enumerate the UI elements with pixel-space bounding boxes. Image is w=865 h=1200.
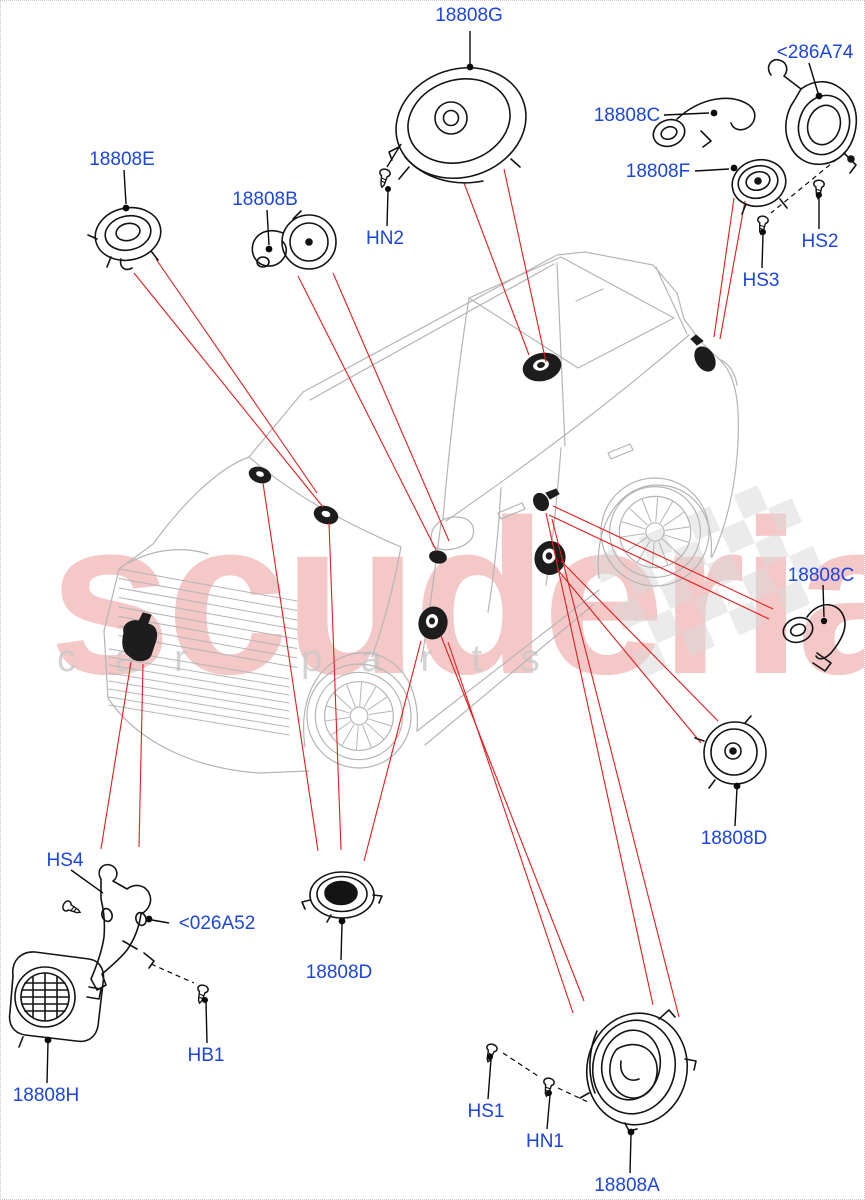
part-label-HS4[interactable]: HS4 [46,850,84,871]
part-label-18808G[interactable]: 18808G [435,5,503,26]
part-label-18808A[interactable]: 18808A [594,1175,660,1196]
part-label-HN2[interactable]: HN2 [365,228,405,249]
front-bumper-vess-position [122,612,158,662]
part-label-HB1[interactable]: HB1 [187,1045,225,1066]
part-label-18808H[interactable]: 18808H [12,1085,80,1106]
part-label-18808F[interactable]: 18808F [625,161,691,182]
red-leader-lines [100,168,774,1018]
part-label-286A74[interactable]: <286A74 [776,42,854,63]
part-label-HS2[interactable]: HS2 [801,231,839,252]
vess-speaker-part-18808H [8,951,105,1048]
leader-dots [44,63,828,1136]
part-label-HN1[interactable]: HN1 [525,1131,565,1152]
dash-speaker-left-position [248,466,272,484]
dash-speaker-right-position [313,505,339,525]
part-label-HS1[interactable]: HS1 [467,1101,505,1122]
tweeter-with-harness-part [251,210,337,270]
part-drawings [8,58,858,1132]
round-tweeter-part-18808F [731,158,788,215]
part-label-18808E[interactable]: 18808E [89,149,155,170]
woofer-speaker-part-18808A [579,1009,697,1132]
roof-speaker-part [388,66,527,184]
screw-hn2 [376,167,392,190]
wheels [306,477,710,769]
part-label-026A52[interactable]: <026A52 [178,913,256,934]
roof-speaker-position [522,352,562,382]
watermark-layer: scuderia c a r p a r t s [49,474,865,720]
part-label-18808B[interactable]: 18808B [232,189,298,210]
mounting-bracket-part-026A52 [90,863,155,991]
door-speaker-part-right [694,715,767,789]
part-label-18808D-right[interactable]: 18808D [700,828,768,849]
wiring-grommet-part-right [782,603,846,672]
part-label-18808D-bottom[interactable]: 18808D [305,962,373,983]
rear-door-tweeter-position [533,488,560,512]
front-door-speaker-position [418,606,448,640]
part-label-18808C-top[interactable]: 18808C [593,105,661,126]
a-pillar-tweeter-position [429,550,447,564]
d-pillar-speaker-position [690,334,716,372]
mounting-bracket-part-top [767,58,858,174]
front-tweeter-speaker-part [87,206,162,271]
dome-speaker-part-bottom [301,871,383,923]
black-leader-lines [44,31,838,1174]
watermark-brand-text: scuderia [49,474,865,720]
mounted-speaker-positions [122,334,716,662]
part-label-18808C-right[interactable]: 18808C [787,565,855,586]
wiring-grommet-part-top [652,97,756,148]
screw-hs4 [60,898,84,918]
part-label-HS3[interactable]: HS3 [742,270,780,291]
